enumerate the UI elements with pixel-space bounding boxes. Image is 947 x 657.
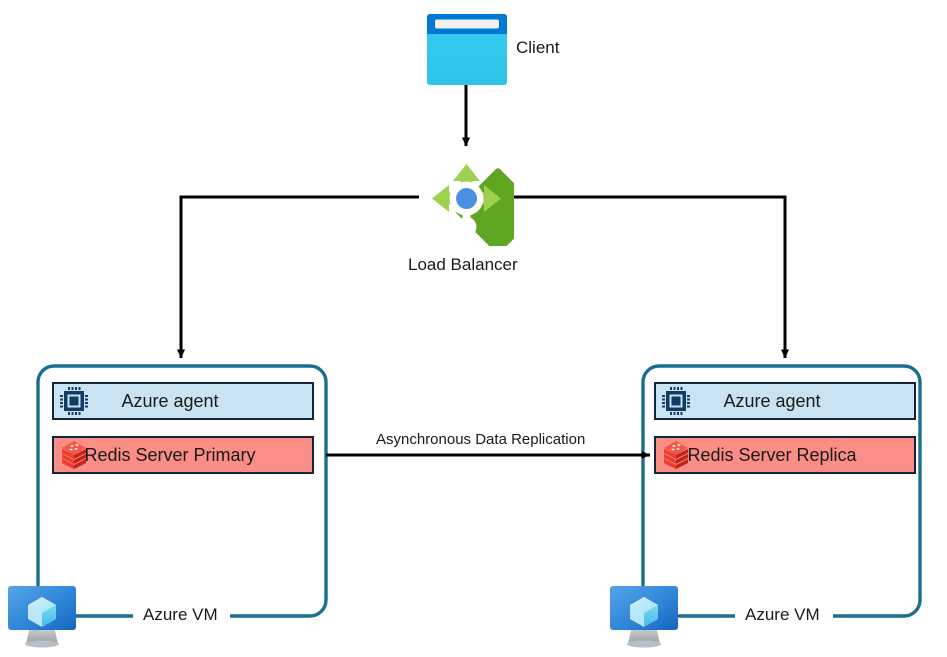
azure-agent-label: Azure agent (121, 390, 219, 411)
azure-vm-label-left: Azure VM (143, 605, 218, 624)
cpu-chip-icon (661, 386, 691, 416)
azure-agent-box-replica[interactable]: Azure agent (654, 382, 916, 420)
container-outline-left (36, 364, 328, 618)
client-label: Client (516, 38, 560, 57)
arrow-load-balancer-to-primary (177, 195, 419, 359)
load-balancer-label: Load Balancer (408, 255, 518, 274)
cpu-chip-icon (59, 386, 89, 416)
arrow-load-balancer-to-replica (514, 195, 789, 359)
azure-vm-label-right: Azure VM (745, 605, 820, 624)
replication-label: Asynchronous Data Replication (376, 431, 586, 448)
redis-stack-icon (661, 440, 691, 470)
redis-server-label: Redis Server Replica (687, 444, 857, 465)
azure-vm-icon-right (610, 586, 678, 648)
redis-server-box-replica[interactable]: Redis Server Replica (654, 436, 916, 474)
redis-server-box-primary[interactable]: Redis Server Primary (52, 436, 314, 474)
container-outline-right (641, 364, 922, 618)
client-icon (427, 14, 507, 85)
redis-server-label: Redis Server Primary (84, 444, 256, 465)
load-balancer-icon (419, 151, 541, 254)
redis-stack-icon (59, 440, 89, 470)
azure-vm-icon-left (8, 586, 76, 648)
azure-agent-label: Azure agent (723, 390, 821, 411)
azure-agent-box-primary[interactable]: Azure agent (52, 382, 314, 420)
